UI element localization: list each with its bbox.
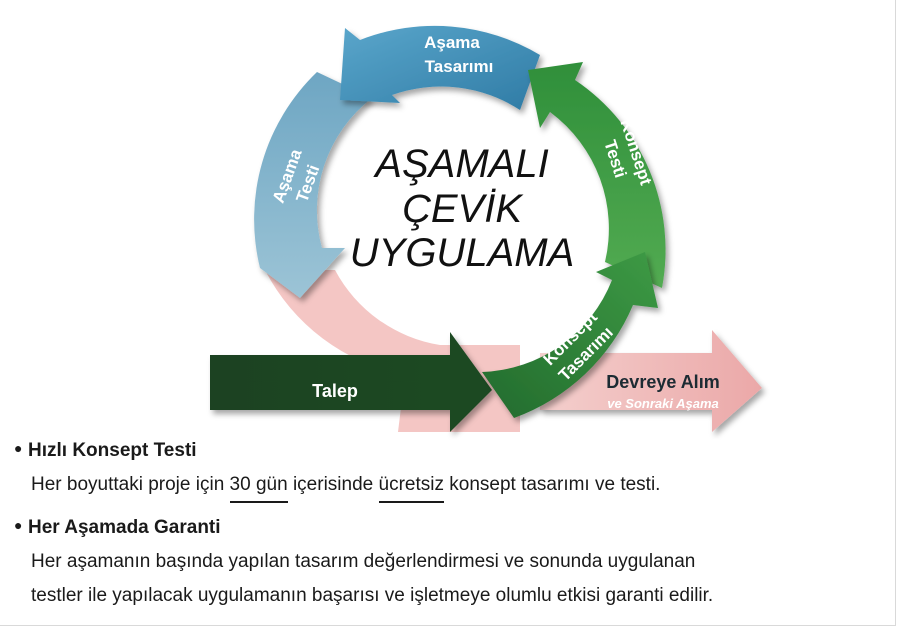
asama-tasarimi-label-2: Tasarımı — [425, 57, 494, 76]
sonraki-asama-label: ve Sonraki Aşama — [607, 396, 719, 411]
talep-label: Talep — [312, 381, 358, 401]
center-title-line2: ÇEVİK — [402, 187, 524, 231]
bullet-dot-icon: ● — [14, 517, 23, 533]
devreye-alim-label: Devreye Alım — [606, 372, 719, 392]
konsept-tasarimi-arc — [482, 252, 658, 418]
agile-cycle-diagram: AŞAMALI ÇEVİK UYGULAMA Aşama Tasarımı Aş… — [210, 25, 762, 432]
body-text-mid: içerisinde — [287, 474, 379, 495]
bullet-body-line1: Her aşamanın başında yapılan tasarım değ… — [31, 551, 696, 572]
asama-tasarimi-arc — [340, 25, 540, 111]
bullet-dot-icon: ● — [14, 440, 23, 456]
asama-tasarimi-label-1: Aşama — [424, 33, 480, 52]
konsept-testi-arc — [528, 62, 666, 288]
bullet-body: Her boyuttaki proje için 30 gün içerisin… — [31, 474, 661, 503]
asama-testi-arc — [254, 72, 372, 298]
underlined-30-gun: 30 gün — [229, 474, 288, 503]
bullet-body-line2: testler ile yapılacak uygulamanın başarı… — [31, 585, 714, 606]
bullet-hizli-konsept-testi: ● Hızlı Konsept Testi Her boyuttaki proje… — [14, 440, 661, 503]
underlined-ucretsiz: ücretsiz — [378, 474, 445, 503]
bullet-her-asamada-garanti: ● Her Aşamada Garanti Her aşamanın başınd… — [14, 517, 713, 607]
bullet-title: Her Aşamada Garanti — [28, 517, 221, 538]
bullet-title: Hızlı Konsept Testi — [28, 440, 197, 461]
center-title-line1: AŞAMALI — [373, 142, 548, 186]
body-text-post: konsept tasarımı ve testi. — [443, 474, 661, 495]
talep-arrow — [210, 332, 492, 432]
center-title-line3: UYGULAMA — [350, 231, 575, 275]
body-text-pre: Her boyuttaki proje için — [31, 474, 230, 495]
